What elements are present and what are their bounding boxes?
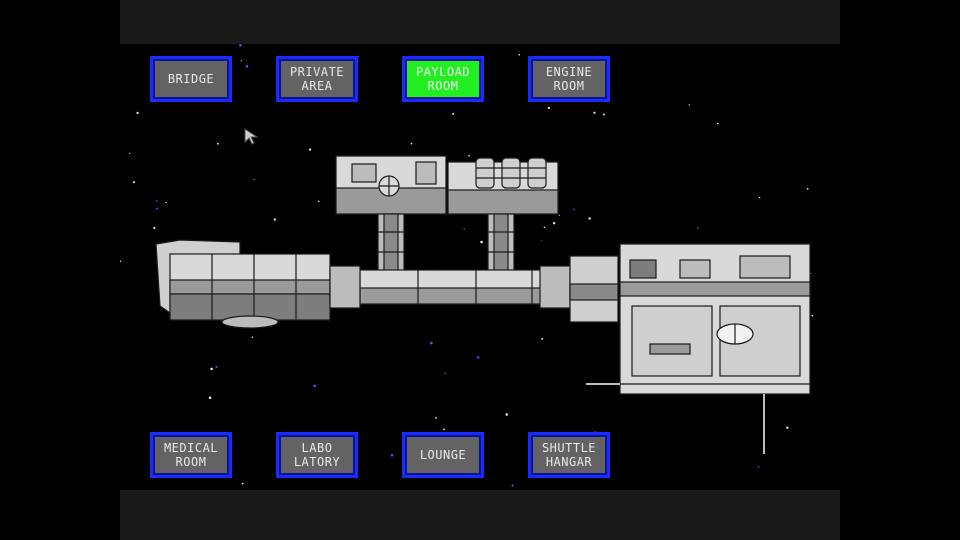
star — [120, 260, 122, 263]
star — [543, 226, 546, 228]
payload-room-button[interactable]: PAYLOAD ROOM — [402, 56, 484, 102]
star — [463, 228, 465, 230]
star — [210, 367, 213, 371]
star — [786, 426, 789, 429]
star — [552, 222, 556, 225]
star — [215, 365, 218, 368]
star — [239, 44, 242, 47]
star — [602, 113, 605, 116]
star — [806, 188, 809, 190]
right-letterbox — [840, 0, 960, 540]
star — [477, 356, 480, 359]
star — [758, 196, 761, 199]
star — [558, 214, 560, 216]
arrow-pointer-icon — [244, 128, 259, 145]
star — [688, 104, 690, 106]
star — [410, 142, 413, 145]
star — [251, 336, 254, 339]
star — [136, 111, 139, 115]
bridge-button[interactable]: BRIDGE — [150, 56, 232, 102]
star — [245, 64, 249, 68]
star — [480, 240, 483, 244]
star — [716, 122, 719, 125]
lounge-button[interactable]: LOUNGE — [402, 432, 484, 478]
star — [240, 60, 242, 62]
star — [132, 181, 135, 184]
spaceship-map — [155, 155, 811, 454]
star — [435, 416, 437, 419]
laboratory-button[interactable]: LABO LATORY — [276, 432, 358, 478]
star — [452, 112, 455, 115]
star — [153, 226, 156, 230]
star — [156, 207, 159, 210]
star — [505, 413, 508, 416]
star — [253, 179, 255, 181]
medical-room-button[interactable]: MEDICAL ROOM — [150, 432, 232, 478]
star — [430, 341, 433, 345]
game-screen: BRIDGE PRIVATE AREA PAYLOAD ROOM ENGINE … — [120, 0, 840, 540]
star — [811, 314, 814, 317]
star — [155, 200, 158, 202]
star — [757, 465, 760, 468]
star — [273, 218, 277, 221]
star — [518, 53, 521, 56]
star — [165, 201, 167, 204]
left-letterbox — [0, 0, 120, 540]
star — [588, 217, 591, 220]
private-area-button[interactable]: PRIVATE AREA — [276, 56, 358, 102]
shuttle-hangar-button[interactable]: SHUTTLE HANGAR — [528, 432, 610, 478]
star — [573, 208, 575, 211]
star — [443, 428, 445, 431]
star — [308, 148, 312, 151]
star — [390, 454, 394, 457]
star — [318, 200, 320, 203]
star — [129, 152, 131, 155]
star — [241, 482, 244, 485]
star — [511, 484, 514, 487]
star — [541, 337, 544, 340]
star — [468, 154, 470, 157]
star — [547, 106, 551, 110]
star — [216, 142, 219, 145]
engine-room-button[interactable]: ENGINE ROOM — [528, 56, 610, 102]
star — [444, 372, 446, 375]
star — [541, 240, 543, 242]
space-viewport — [120, 44, 840, 490]
star — [313, 384, 316, 388]
star — [593, 111, 596, 114]
star — [208, 396, 212, 400]
star — [697, 227, 699, 229]
